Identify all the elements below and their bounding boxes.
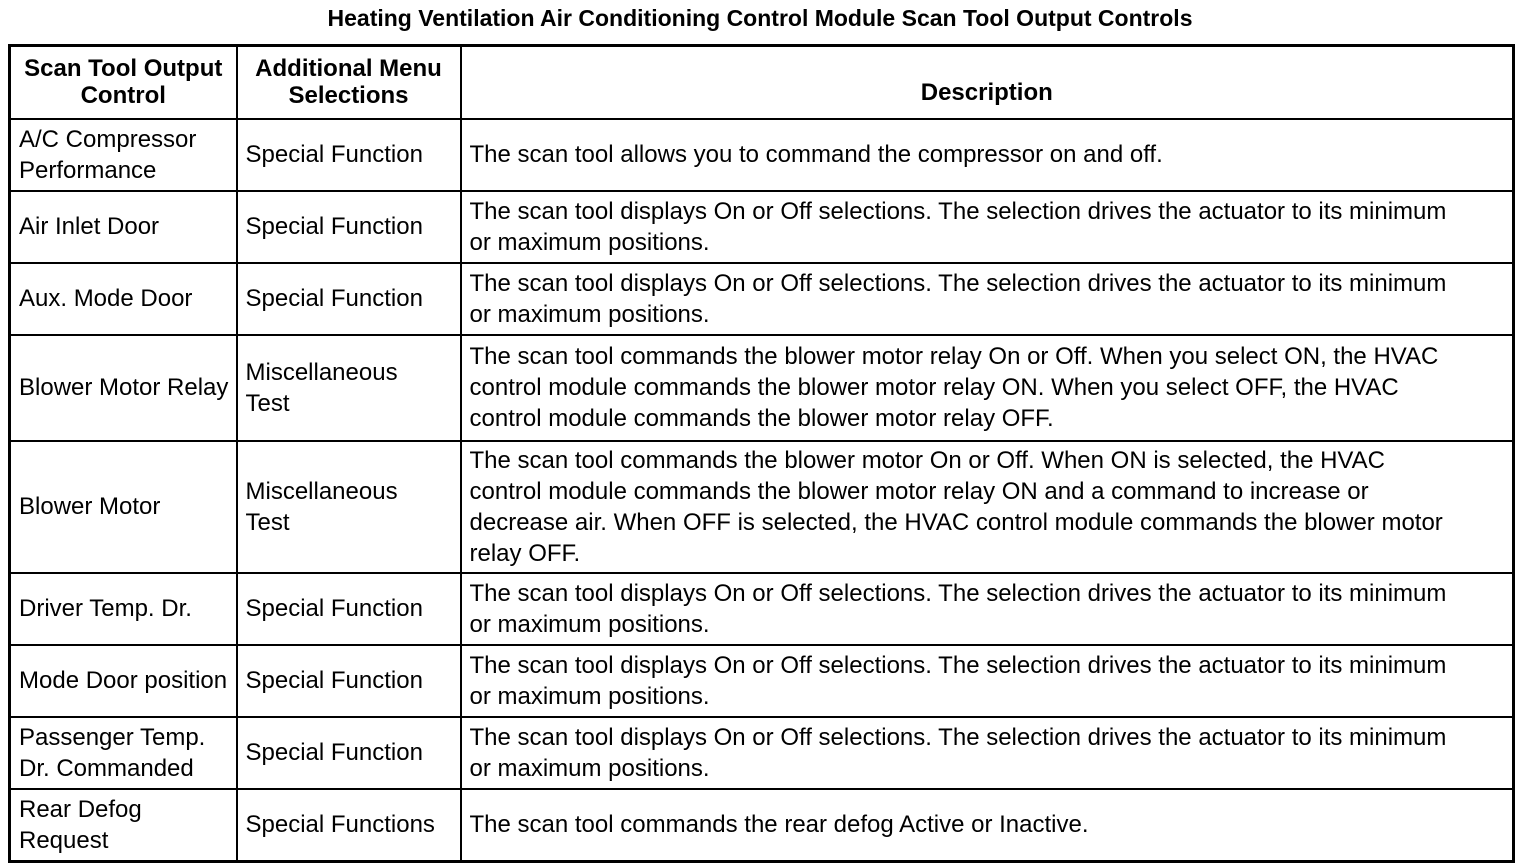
control-cell: Air Inlet Door (8, 189, 238, 264)
control-cell: Passenger Temp. Dr. Commanded (8, 715, 238, 790)
description-cell: The scan tool allows you to command the … (459, 117, 1515, 192)
description-cell: The scan tool displays On or Off selecti… (459, 643, 1515, 718)
table-row: Passenger Temp. Dr. Commanded Special Fu… (8, 715, 1515, 790)
table-row: Aux. Mode Door Special Function The scan… (8, 261, 1515, 336)
menu-cell: Special Function (235, 571, 462, 646)
table-row: A/C Compressor Performance Special Funct… (8, 117, 1515, 192)
table-row: Blower Motor Miscellaneous Test The scan… (8, 439, 1515, 574)
control-cell: Blower Motor (8, 439, 238, 574)
column-header-additional-menu-selections: Additional Menu Selections (235, 44, 462, 120)
column-header-description: Description (459, 44, 1515, 120)
description-cell: The scan tool commands the blower motor … (459, 439, 1515, 574)
column-header-scan-tool-output-control: Scan Tool Output Control (8, 44, 238, 120)
description-cell: The scan tool displays On or Off selecti… (459, 715, 1515, 790)
table-row: Driver Temp. Dr. Special Function The sc… (8, 571, 1515, 646)
description-cell: The scan tool commands the blower motor … (459, 333, 1515, 442)
menu-cell: Miscellaneous Test (235, 439, 462, 574)
menu-cell: Special Functions (235, 787, 462, 862)
menu-cell: Special Function (235, 643, 462, 718)
menu-cell: Special Function (235, 189, 462, 264)
control-cell: Rear Defog Request (8, 787, 238, 862)
control-cell: Aux. Mode Door (8, 261, 238, 336)
table-row: Blower Motor Relay Miscellaneous Test Th… (8, 333, 1515, 442)
header-row: Scan Tool Output Control Additional Menu… (8, 44, 1515, 120)
table-row: Rear Defog Request Special Functions The… (8, 787, 1515, 862)
description-cell: The scan tool displays On or Off selecti… (459, 261, 1515, 336)
menu-cell: Miscellaneous Test (235, 333, 462, 442)
menu-cell: Special Function (235, 715, 462, 790)
description-cell: The scan tool displays On or Off selecti… (459, 189, 1515, 264)
table-row: Air Inlet Door Special Function The scan… (8, 189, 1515, 264)
description-cell: The scan tool commands the rear defog Ac… (459, 787, 1515, 862)
control-cell: Blower Motor Relay (8, 333, 238, 442)
menu-cell: Special Function (235, 117, 462, 192)
description-cell: The scan tool displays On or Off selecti… (459, 571, 1515, 646)
page-title: Heating Ventilation Air Conditioning Con… (327, 5, 1193, 31)
scan-tool-output-controls-table: Scan Tool Output Control Additional Menu… (8, 44, 1515, 863)
control-cell: Driver Temp. Dr. (8, 571, 238, 646)
menu-cell: Special Function (235, 261, 462, 336)
control-cell: Mode Door position (8, 643, 238, 718)
table-row: Mode Door position Special Function The … (8, 643, 1515, 718)
control-cell: A/C Compressor Performance (8, 117, 238, 192)
